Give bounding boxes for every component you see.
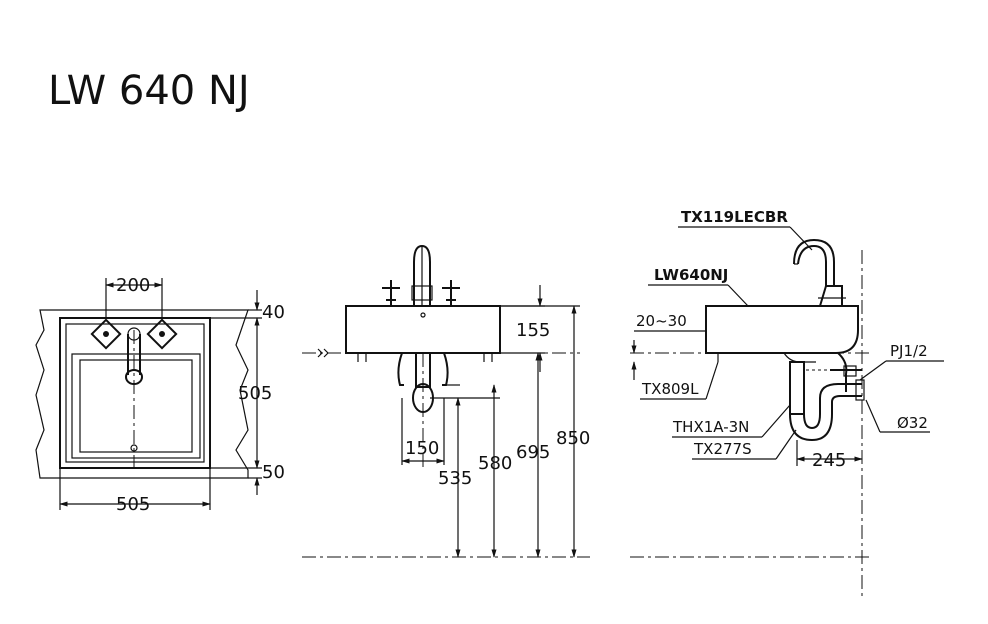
basin-rim [65, 323, 205, 463]
side-trap [789, 361, 865, 442]
page-title: LW 640 NJ [48, 68, 250, 114]
side-view: TX119LECBR LW640NJ 20~30 TX809L PJ1/2 Ø3… [630, 208, 944, 600]
front-view: 155 150 535 580 695 850 [302, 244, 590, 558]
front-supply-right [442, 352, 449, 386]
dim-505-height: 505 [238, 383, 272, 404]
label-range: 20~30 [636, 312, 687, 330]
handle-right [146, 318, 178, 350]
label-faucet: TX119LECBR [681, 208, 788, 226]
bowl-inner [79, 359, 193, 453]
dim-150: 150 [405, 438, 439, 459]
label-supply: PJ1/2 [890, 342, 928, 360]
front-faucet [382, 244, 460, 306]
dim-580: 580 [478, 453, 512, 474]
front-supply-left [397, 352, 404, 386]
label-stop: THX1A-3N [672, 418, 749, 436]
top-view: 200 40 505 50 505 [35, 275, 285, 515]
dim-535: 535 [438, 468, 472, 489]
wall-outline [35, 309, 249, 479]
dim-200: 200 [116, 275, 150, 296]
side-basin [705, 305, 859, 354]
dim-50: 50 [262, 462, 285, 483]
label-trap: TX277S [693, 440, 752, 458]
side-supply [830, 352, 862, 392]
dim-245: 245 [812, 450, 846, 471]
drain [130, 444, 138, 452]
dim-505-width: 505 [116, 494, 150, 515]
dim-155: 155 [516, 320, 550, 341]
dim-40: 40 [262, 302, 285, 323]
label-basin: LW640NJ [654, 266, 728, 284]
basin-outline [59, 317, 211, 469]
side-faucet [793, 238, 846, 307]
label-drain: TX809L [641, 380, 699, 398]
dim-695: 695 [516, 442, 550, 463]
bowl-outer [71, 353, 201, 459]
spout [125, 327, 143, 385]
dim-850: 850 [556, 428, 590, 449]
label-diameter: Ø32 [897, 414, 928, 432]
handle-left [90, 318, 122, 350]
